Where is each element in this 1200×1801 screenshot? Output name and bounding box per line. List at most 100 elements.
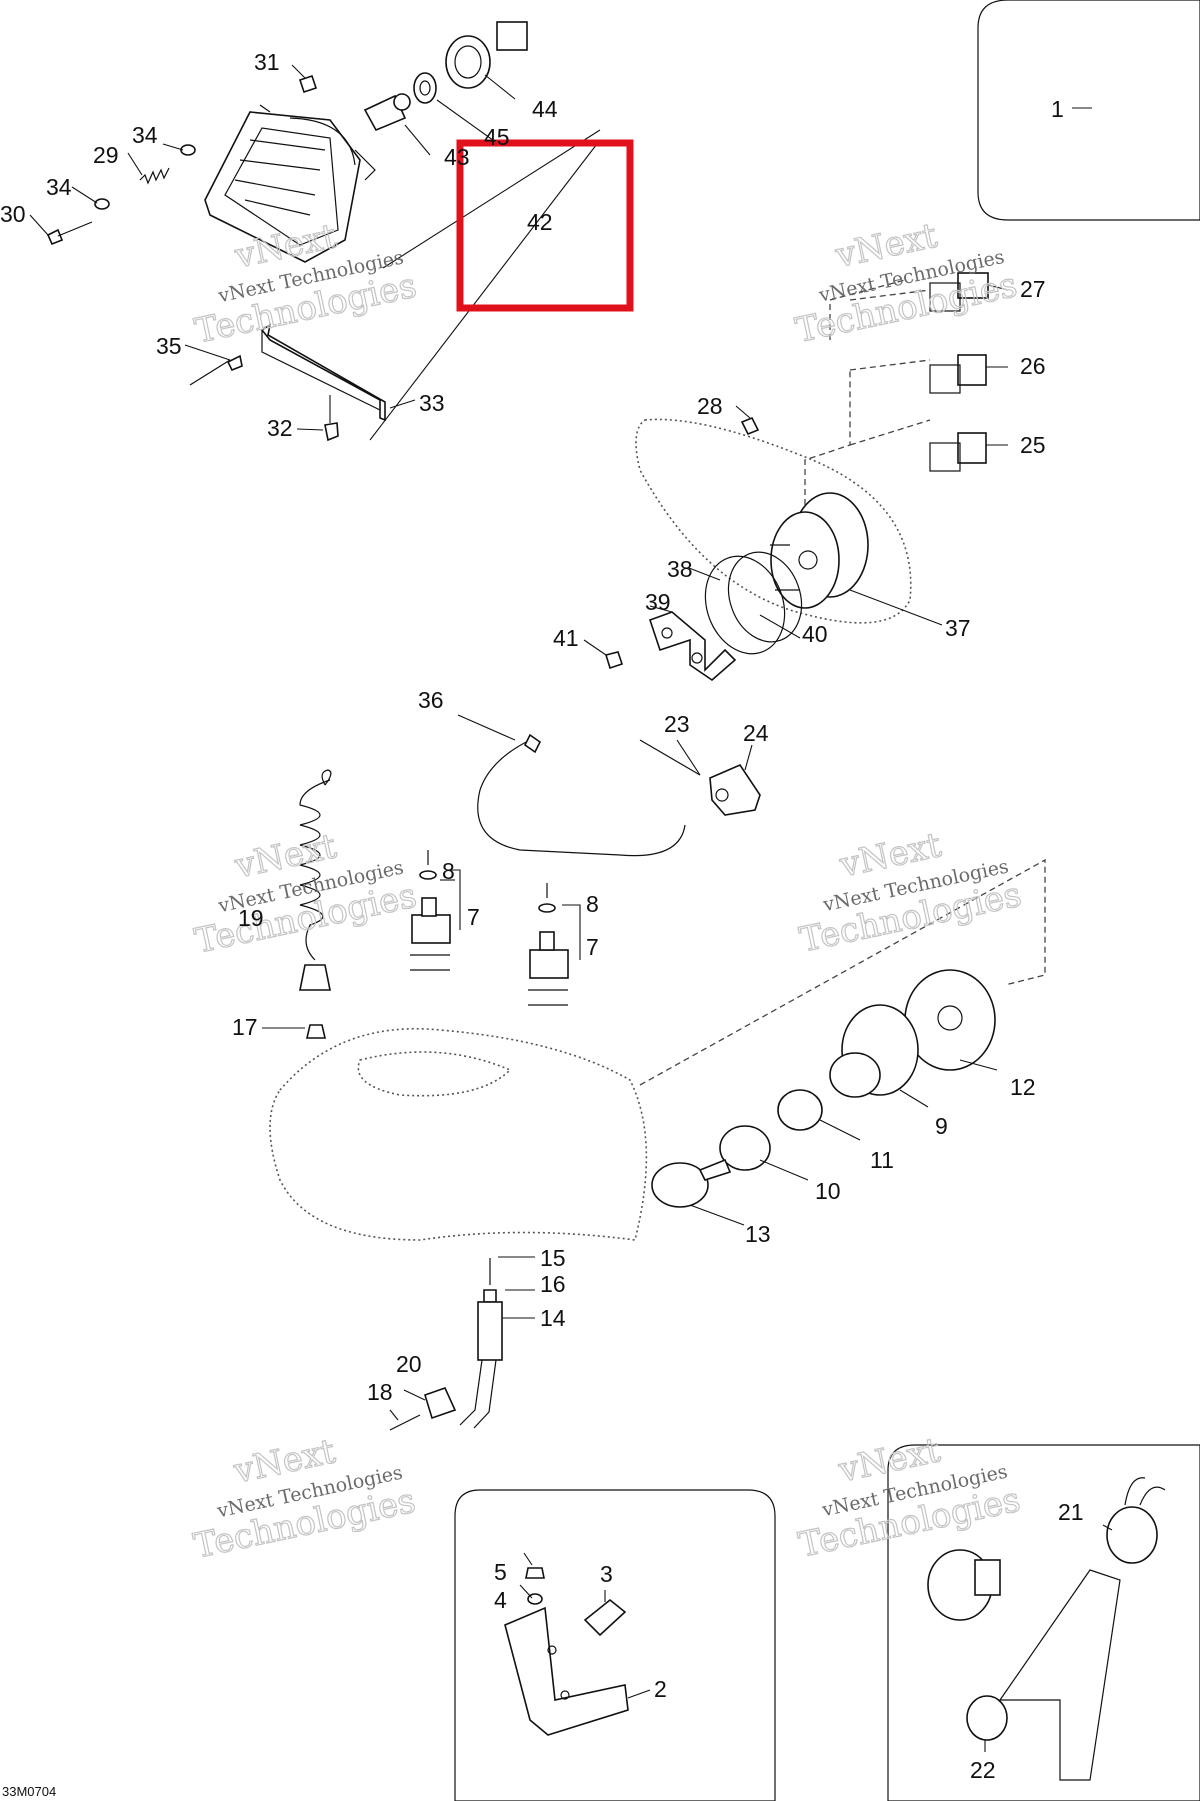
bulb-28 <box>740 416 760 436</box>
highlight-box <box>456 139 634 312</box>
callout-40: 40 <box>802 621 828 647</box>
nut-5 <box>525 1567 545 1579</box>
callout-31: 31 <box>254 49 280 75</box>
nut-32 <box>324 422 339 442</box>
gauge-37 <box>770 492 869 609</box>
dashboard-outline <box>635 418 912 624</box>
o-ring-40 <box>727 551 803 643</box>
callout-42: 42 <box>527 209 553 235</box>
headlamp-assembly <box>204 104 376 263</box>
switch-housing-inset <box>927 1549 1121 1781</box>
inset-frame-top-right <box>977 0 1200 221</box>
callout-20: 20 <box>396 1351 422 1377</box>
cover-44 <box>445 21 528 89</box>
lanyard-19 <box>299 779 331 961</box>
callout-3: 3 <box>600 1561 613 1587</box>
callout-34: 34 <box>46 174 72 200</box>
callout-22: 22 <box>970 1757 996 1783</box>
switch-7-right <box>528 883 569 1006</box>
watermark-top-right: vNext vNext Technologies Technologies <box>792 215 1022 352</box>
callout-34: 34 <box>132 122 158 148</box>
callout-25: 25 <box>1020 432 1046 458</box>
socket-45 <box>413 72 437 104</box>
callout-24: 24 <box>743 720 769 746</box>
ring-11 <box>777 1089 823 1131</box>
bracket-2 <box>504 1606 629 1736</box>
switch-26 <box>929 354 987 394</box>
watermark-top-left: vNext vNext Technologies Technologies <box>191 216 421 353</box>
callout-13: 13 <box>745 1221 771 1247</box>
callout-37: 37 <box>945 615 971 641</box>
callout-27: 27 <box>1020 276 1046 302</box>
nut-41 <box>604 651 624 670</box>
callout-7: 7 <box>586 934 599 960</box>
cap-17 <box>305 1024 327 1039</box>
watermark-bottom-right: vNext vNext Technologies Technologies <box>795 1430 1025 1567</box>
callout-28: 28 <box>697 393 723 419</box>
washer-4 <box>527 1593 543 1605</box>
leader-lines <box>29 64 1113 1752</box>
washer-34-left <box>94 198 110 210</box>
callout-18: 18 <box>367 1379 393 1405</box>
callout-29: 29 <box>93 142 119 168</box>
switch-body-9 <box>829 1004 919 1098</box>
watermark-mid-right: vNext vNext Technologies Technologies <box>796 825 1026 962</box>
bracket-33 <box>260 323 386 422</box>
nut-31 <box>298 74 318 94</box>
callout-39: 39 <box>645 589 671 615</box>
washer-34-right <box>180 144 196 156</box>
callout-7: 7 <box>467 904 480 930</box>
callout-23: 23 <box>664 711 690 737</box>
callout-26: 26 <box>1020 353 1046 379</box>
callout-4: 4 <box>494 1587 507 1613</box>
callout-labels: 1 2 3 4 5 7 7 8 8 9 10 11 12 13 14 15 16… <box>0 49 1084 1783</box>
ring-22 <box>966 1695 1008 1741</box>
switch-27 <box>929 272 989 312</box>
key-13 <box>651 1158 732 1208</box>
plug-21 <box>1106 1477 1166 1564</box>
callout-12: 12 <box>1010 1074 1036 1100</box>
fitting-24 <box>709 764 761 816</box>
spring-29 <box>139 167 170 185</box>
watermark-mid-left: vNext vNext Technologies Technologies <box>191 826 421 963</box>
callout-43: 43 <box>444 144 470 170</box>
callout-35: 35 <box>156 333 182 359</box>
callout-8: 8 <box>586 891 599 917</box>
callout-30: 30 <box>0 201 26 227</box>
callout-14: 14 <box>540 1305 566 1331</box>
callout-11: 11 <box>870 1147 894 1173</box>
callout-1: 1 <box>1051 96 1064 122</box>
switch-7-left <box>410 850 451 971</box>
callout-21: 21 <box>1058 1499 1084 1525</box>
screw-30 <box>46 221 93 246</box>
callout-38: 38 <box>667 556 693 582</box>
watermark-bottom-left: vNext vNext Technologies Technologies <box>190 1431 420 1568</box>
callout-17: 17 <box>232 1014 258 1040</box>
clip-3 <box>583 1598 627 1637</box>
callout-2: 2 <box>654 1676 667 1702</box>
callout-5: 5 <box>494 1559 507 1585</box>
nut-10 <box>719 1125 771 1171</box>
callout-9: 9 <box>935 1113 948 1139</box>
callout-8: 8 <box>442 858 455 884</box>
seat-outline <box>269 1027 648 1241</box>
inset-frame-bottom-right <box>887 1444 1200 1801</box>
o-ring-38 <box>704 555 786 655</box>
callout-45: 45 <box>484 124 510 150</box>
screw-35 <box>189 354 243 386</box>
callout-15: 15 <box>540 1245 566 1271</box>
drawing-code: 33M0704 <box>2 1784 56 1799</box>
bulb-43 <box>363 93 411 132</box>
inset-frame-bottom-center <box>454 1489 776 1801</box>
callout-41: 41 <box>553 625 579 651</box>
rod-23 <box>639 739 701 776</box>
cable-36 <box>477 739 686 857</box>
callout-44: 44 <box>532 96 558 122</box>
switch-25 <box>929 432 987 472</box>
callout-33: 33 <box>419 390 445 416</box>
callout-16: 16 <box>540 1271 566 1297</box>
callout-32: 32 <box>267 415 293 441</box>
callout-36: 36 <box>418 687 444 713</box>
callout-10: 10 <box>815 1178 841 1204</box>
